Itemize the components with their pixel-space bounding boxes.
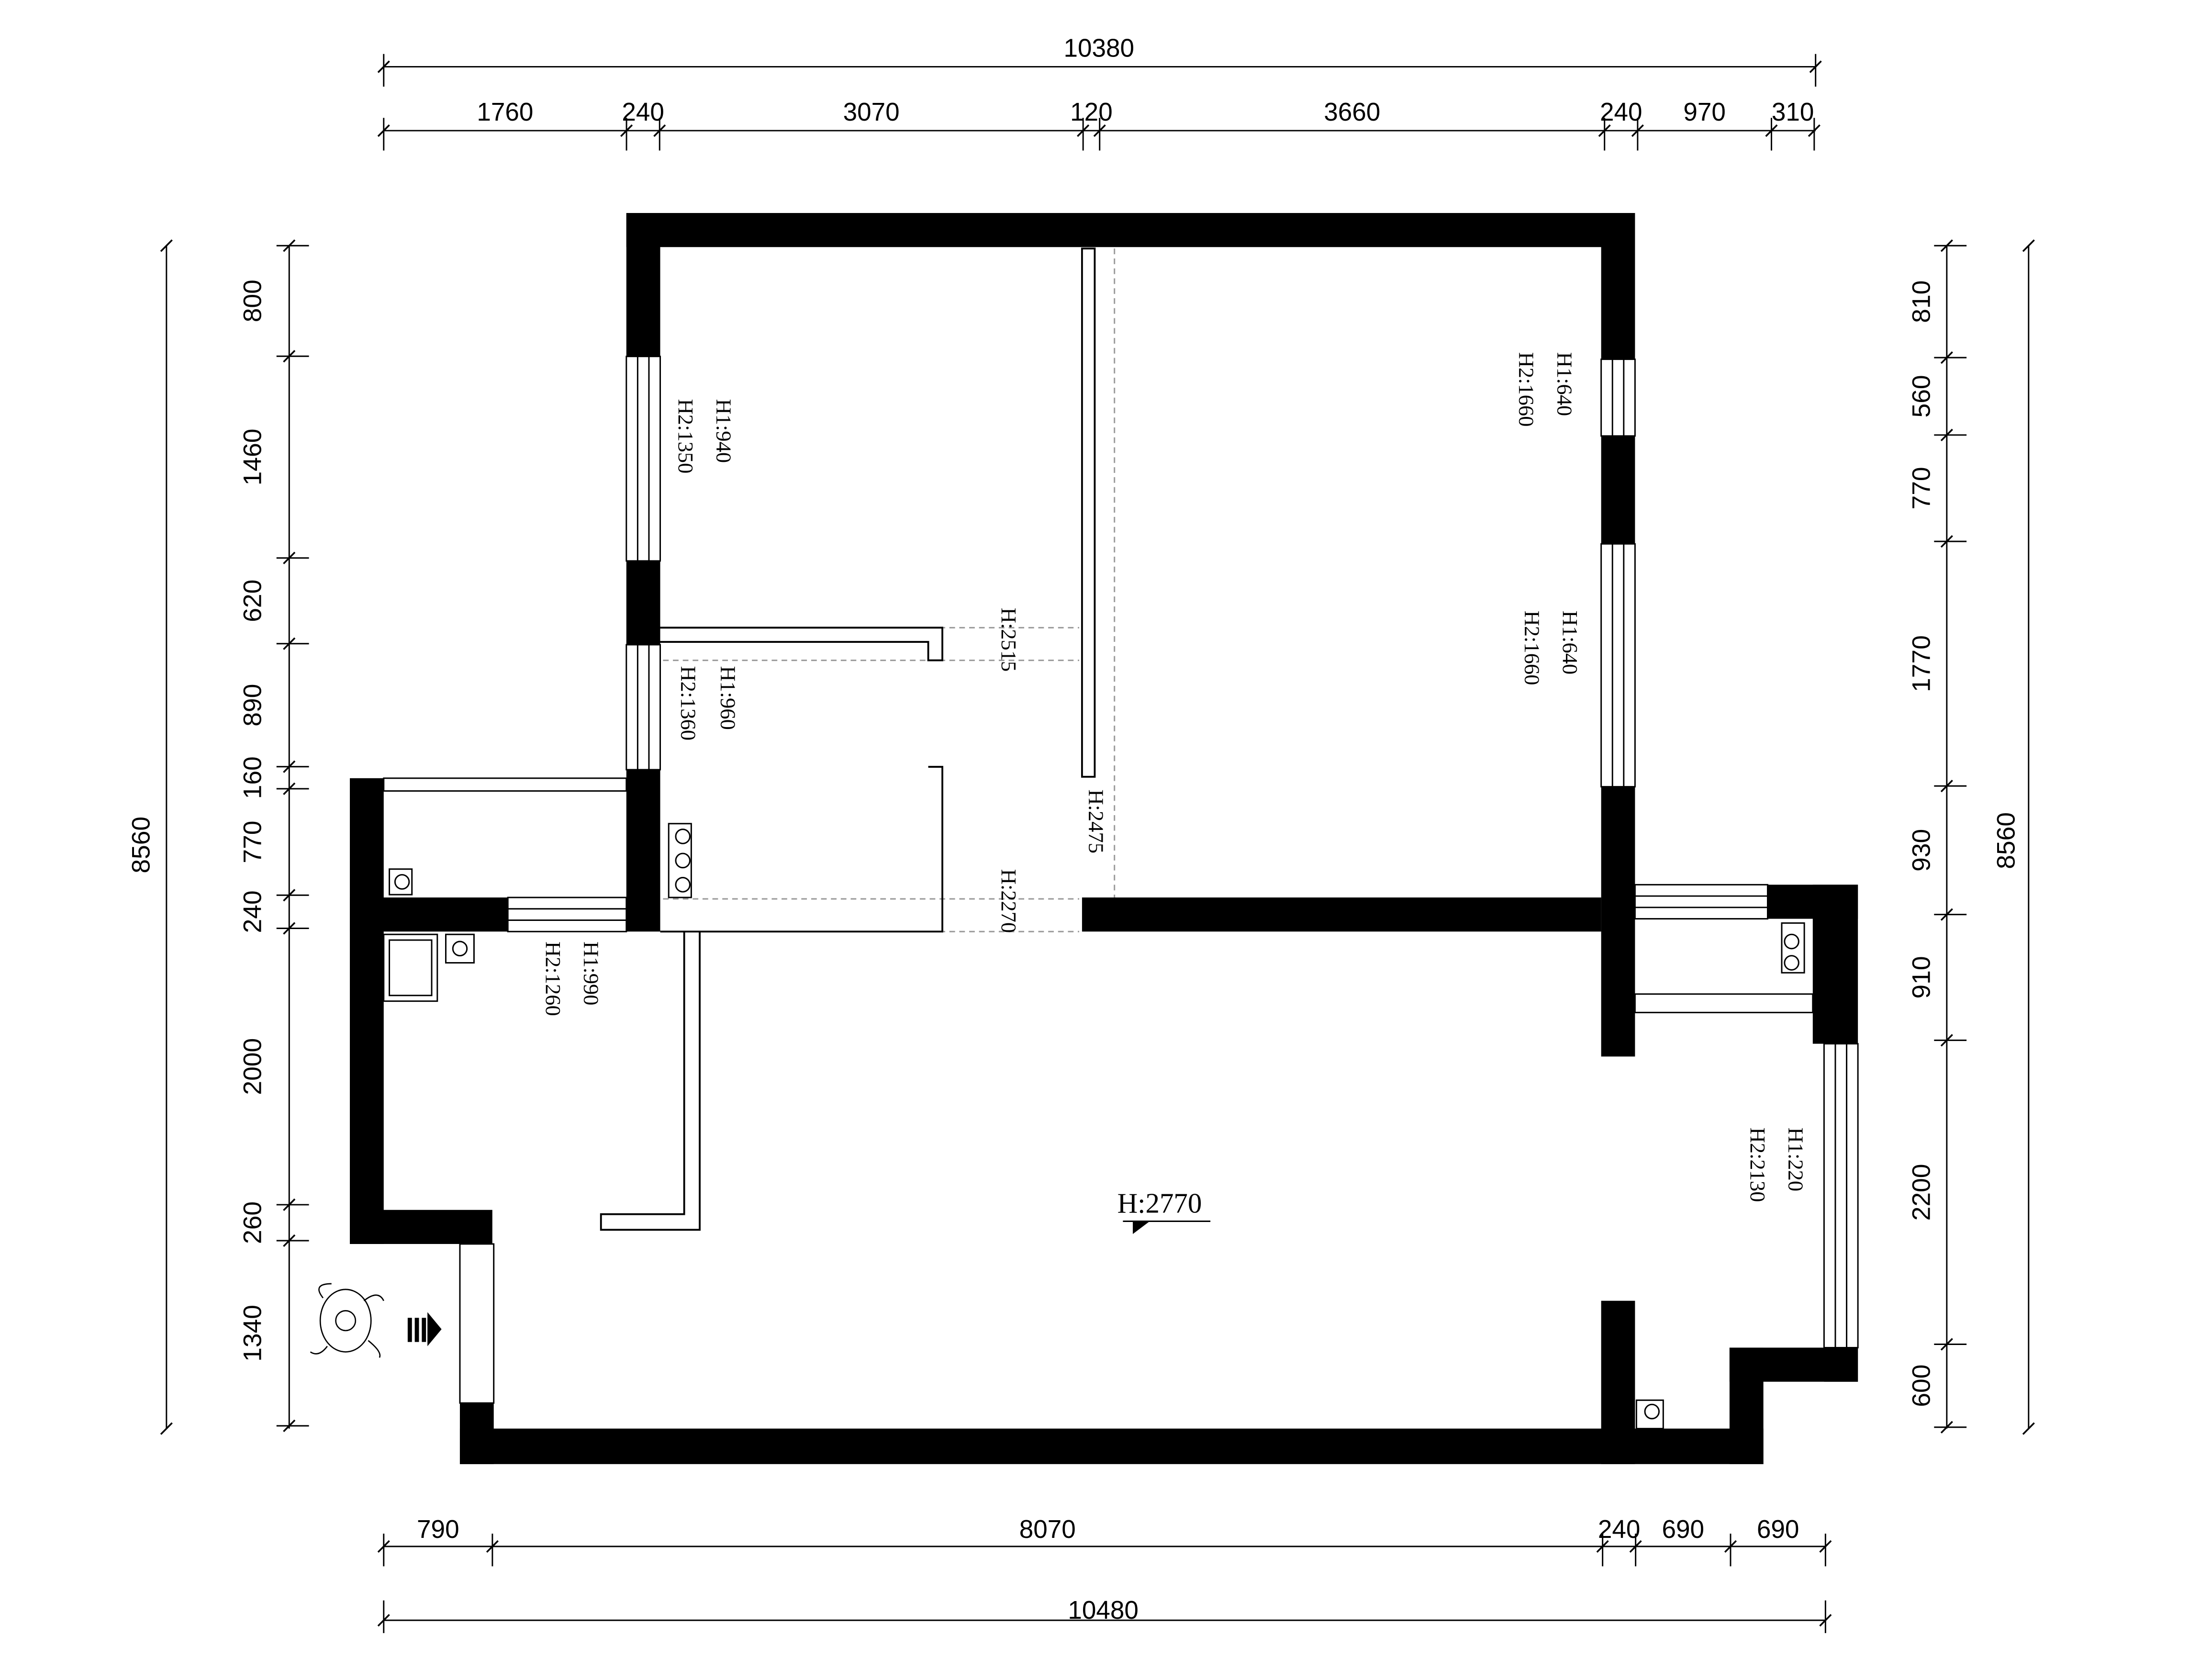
dim-bottom-3: 690 (1662, 1515, 1705, 1544)
win-right-upper-h1: H1:640 (1553, 352, 1576, 416)
win-right-lower-h2: H2:1660 (1520, 611, 1544, 685)
dim-top-total: 10380 (1064, 34, 1135, 63)
pipe-icon (445, 933, 475, 964)
dim-left-9: 1340 (238, 1305, 267, 1362)
dim-right-7: 600 (1908, 1365, 1936, 1407)
win-left-mid-h1: H1:960 (716, 666, 740, 729)
dimensions-top: 10380 1760 240 3070 120 3660 240 970 310 (377, 34, 1822, 151)
annotations: H1:940 H2:1350 H1:960 H2:1360 H1:990 H2:… (541, 352, 1808, 1234)
dim-top-3: 120 (1070, 98, 1113, 126)
dim-left-2: 620 (238, 580, 267, 622)
dim-left-1: 1460 (238, 429, 267, 486)
water-heater-icon (383, 933, 438, 1002)
dim-top-1: 240 (622, 98, 664, 126)
dim-right-0: 810 (1908, 280, 1936, 323)
dimensions-bottom: 790 8070 240 690 690 10480 (377, 1515, 1832, 1633)
dim-left-6: 240 (238, 890, 267, 933)
dim-top-0: 1760 (477, 98, 533, 126)
fixtures (383, 823, 1805, 1430)
dim-top-5: 240 (1600, 98, 1642, 126)
win-kitchen-h2: H2:1260 (541, 941, 565, 1016)
dim-right-3: 1770 (1908, 635, 1936, 692)
dim-right-6: 2200 (1908, 1164, 1936, 1221)
dim-bottom-1: 8070 (1019, 1515, 1076, 1544)
entrance (310, 1283, 442, 1358)
win-right-lower-h1: H1:640 (1558, 611, 1582, 674)
dim-left-0: 800 (238, 280, 267, 322)
ceiling-height-label: H:2770 (1117, 1188, 1202, 1219)
dim-right-5: 910 (1908, 956, 1936, 998)
dim-right-1: 560 (1908, 375, 1936, 417)
dim-right-4: 930 (1908, 829, 1936, 872)
dim-bottom-2: 240 (1598, 1515, 1641, 1544)
dim-top-6: 970 (1683, 98, 1726, 126)
dim-left-5: 770 (238, 821, 267, 863)
dimensions-left: 800 1460 620 890 160 770 240 2000 260 1340 8560 (127, 239, 309, 1435)
win-left-mid-h2: H2:1360 (677, 666, 701, 740)
dim-left-8: 260 (238, 1201, 267, 1244)
beam-upper-label: H:2515 (997, 608, 1021, 672)
win-kitchen-h1: H1:990 (579, 941, 603, 1005)
dim-right-total: 8560 (1992, 812, 2020, 869)
dim-top-2: 3070 (843, 98, 900, 126)
dim-top-7: 310 (1772, 98, 1814, 126)
partition-height-label: H:2475 (1084, 790, 1108, 853)
dim-right-2: 770 (1908, 467, 1936, 509)
win-left-upper-h1: H1:940 (712, 399, 736, 463)
dim-left-total: 8560 (127, 817, 156, 874)
beam-guides (663, 248, 1116, 932)
beam-lower-label: H:2270 (997, 869, 1021, 933)
dim-left-3: 890 (238, 684, 267, 727)
win-left-upper-h2: H2:1350 (674, 399, 698, 474)
entry-arrow-icon (407, 1312, 442, 1346)
win-right-upper-h2: H2:1660 (1515, 352, 1539, 427)
dim-bottom-0: 790 (417, 1515, 459, 1544)
dim-top-4: 3660 (1324, 98, 1380, 126)
dim-bottom-total: 10480 (1068, 1596, 1139, 1625)
dim-bottom-4: 690 (1757, 1515, 1799, 1544)
win-balcony-h1: H1:220 (1784, 1128, 1808, 1191)
dim-left-4: 160 (238, 756, 267, 799)
walls (350, 213, 1858, 1464)
dim-left-7: 2000 (238, 1038, 267, 1095)
win-balcony-h2: H2:2130 (1746, 1128, 1770, 1202)
dimensions-right: 810 560 770 1770 930 910 2200 600 8560 (1908, 239, 2035, 1435)
level-marker-icon (1133, 1221, 1150, 1234)
partitions (600, 247, 1096, 1231)
person-icon (310, 1283, 384, 1358)
windows (383, 356, 1859, 1404)
